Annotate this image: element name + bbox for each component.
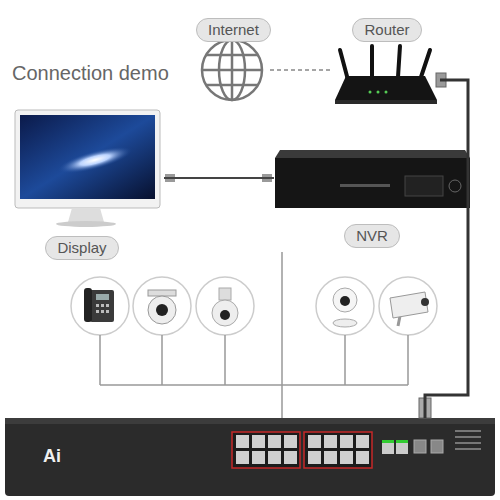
rj45-port [324, 435, 337, 448]
monitor-icon [15, 110, 272, 227]
poe-switch-icon [5, 398, 495, 496]
indoor-camera-icon [333, 288, 357, 327]
rj45-port [236, 451, 249, 464]
rj45-port [356, 435, 369, 448]
diagram-title: Connection demo [12, 62, 169, 85]
rj45-port [284, 435, 297, 448]
cable-connector [270, 69, 330, 71]
rj45-port [268, 435, 281, 448]
rj45-port [308, 451, 321, 464]
ip-phone-icon [84, 288, 114, 322]
display-node: Display [12, 106, 164, 262]
cable-connector [164, 177, 274, 179]
rj45-port [268, 451, 281, 464]
rj45-port [340, 451, 353, 464]
ptz-camera-icon [212, 288, 238, 326]
cable-connector [425, 80, 468, 418]
device-label: Display [45, 236, 118, 260]
rj45-port [340, 435, 353, 448]
globe-icon [202, 40, 262, 100]
router-node: Router [330, 14, 440, 110]
rj45-port [324, 451, 337, 464]
rj45-port [252, 435, 265, 448]
rj45-port [284, 451, 297, 464]
cable-connector [281, 252, 283, 418]
rj45-port [236, 435, 249, 448]
internet-node: Internet [196, 14, 270, 102]
dome-camera-icon [148, 290, 176, 324]
bullet-camera-icon [390, 292, 429, 326]
rj45-port [356, 451, 369, 464]
rj45-port [308, 435, 321, 448]
device-label: NVR [344, 224, 400, 248]
device-bus-lines [100, 335, 408, 385]
device-circles [71, 277, 437, 335]
nvr-node: NVR [274, 146, 472, 252]
switch-node: Ai [5, 418, 495, 496]
device-label: Router [352, 18, 421, 42]
device-label: Internet [196, 18, 271, 42]
router-icon [335, 46, 446, 104]
nvr-icon [275, 150, 470, 208]
rj45-port [252, 451, 265, 464]
brand-label: Ai [43, 446, 61, 467]
